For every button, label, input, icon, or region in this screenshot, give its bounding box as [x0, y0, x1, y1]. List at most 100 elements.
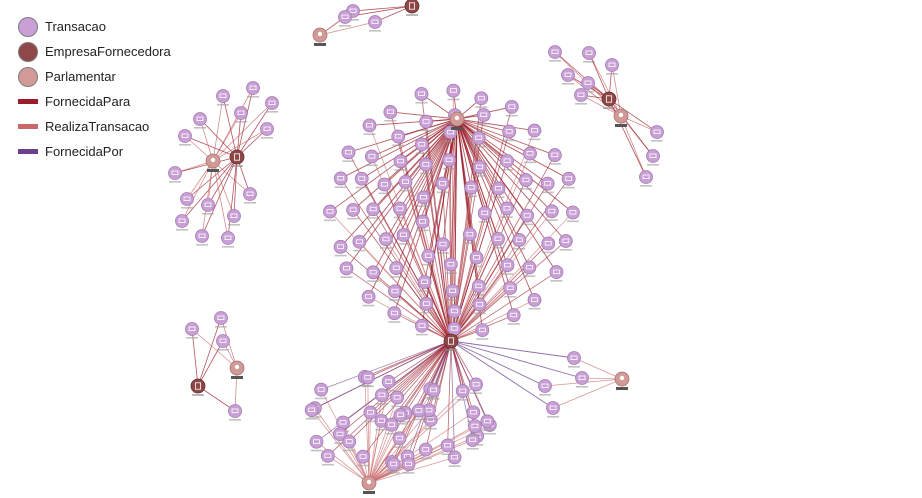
transacao-node[interactable]: [520, 208, 535, 226]
transacao-node[interactable]: [500, 154, 514, 171]
transacao-node[interactable]: [475, 323, 490, 340]
transacao-node[interactable]: [443, 257, 458, 274]
transacao-node[interactable]: [540, 176, 555, 194]
transacao-node[interactable]: [435, 176, 450, 194]
transacao-node[interactable]: [527, 292, 542, 310]
transacao-node[interactable]: [227, 209, 241, 226]
transacao-node[interactable]: [195, 229, 209, 246]
transacao-node[interactable]: [417, 275, 432, 292]
transacao-node[interactable]: [341, 145, 356, 163]
transacao-node[interactable]: [221, 231, 235, 248]
transacao-node[interactable]: [393, 201, 407, 219]
transacao-node[interactable]: [389, 261, 404, 278]
transacao-node[interactable]: [415, 214, 430, 232]
transacao-node[interactable]: [471, 131, 486, 148]
transacao-node[interactable]: [455, 384, 470, 401]
transacao-node[interactable]: [419, 296, 434, 314]
transacao-node[interactable]: [414, 87, 429, 104]
transacao-node[interactable]: [333, 239, 348, 257]
transacao-node[interactable]: [234, 106, 248, 123]
transacao-node[interactable]: [500, 258, 515, 275]
transacao-node[interactable]: [442, 153, 456, 170]
transacao-node[interactable]: [467, 419, 482, 436]
legend-item-fornecida-para[interactable]: FornecidaPara: [18, 89, 171, 114]
transacao-node[interactable]: [465, 433, 480, 450]
transacao-node[interactable]: [445, 284, 460, 301]
transacao-node[interactable]: [639, 170, 653, 187]
transacao-node[interactable]: [243, 187, 257, 204]
transacao-node[interactable]: [185, 322, 199, 339]
transacao-node[interactable]: [375, 388, 389, 405]
transacao-node[interactable]: [246, 81, 260, 98]
transacao-node[interactable]: [393, 154, 408, 171]
parlamentar-node[interactable]: [361, 475, 377, 494]
transacao-node[interactable]: [320, 449, 335, 466]
transacao-node[interactable]: [338, 10, 352, 27]
parlamentar-node[interactable]: [229, 360, 245, 379]
transacao-node[interactable]: [522, 260, 537, 277]
transacao-node[interactable]: [381, 374, 396, 392]
transacao-node[interactable]: [464, 180, 479, 198]
transacao-node[interactable]: [491, 232, 505, 249]
transacao-node[interactable]: [333, 171, 348, 189]
transacao-node[interactable]: [477, 206, 492, 223]
transacao-node[interactable]: [401, 457, 416, 474]
transacao-node[interactable]: [418, 442, 433, 460]
transacao-node[interactable]: [387, 306, 402, 323]
transacao-node[interactable]: [391, 129, 406, 147]
transacao-node[interactable]: [503, 281, 518, 298]
transacao-node[interactable]: [581, 76, 595, 93]
transacao-node[interactable]: [388, 284, 402, 301]
transacao-node[interactable]: [446, 83, 461, 101]
transacao-node[interactable]: [175, 214, 189, 231]
transacao-node[interactable]: [390, 390, 405, 408]
transacao-node[interactable]: [500, 201, 514, 219]
empresa-node[interactable]: [404, 0, 420, 16]
transacao-node[interactable]: [502, 124, 517, 142]
transacao-node[interactable]: [363, 405, 378, 423]
transacao-node[interactable]: [472, 160, 487, 177]
transacao-node[interactable]: [216, 334, 230, 351]
transacao-node[interactable]: [558, 234, 573, 251]
transacao-node[interactable]: [384, 417, 399, 435]
empresa-node[interactable]: [190, 378, 206, 396]
transacao-node[interactable]: [527, 123, 542, 141]
transacao-node[interactable]: [193, 112, 207, 129]
transacao-node[interactable]: [426, 383, 441, 400]
transacao-node[interactable]: [364, 149, 379, 167]
parlamentar-node[interactable]: [205, 153, 221, 172]
transacao-node[interactable]: [392, 431, 407, 448]
transacao-node[interactable]: [379, 232, 393, 249]
transacao-node[interactable]: [398, 174, 413, 192]
transacao-node[interactable]: [314, 382, 329, 400]
transacao-node[interactable]: [377, 177, 392, 195]
empresa-node[interactable]: [229, 149, 245, 167]
transacao-node[interactable]: [228, 404, 242, 421]
transacao-node[interactable]: [356, 449, 370, 467]
parlamentar-node[interactable]: [312, 27, 328, 46]
empresa-node[interactable]: [443, 333, 459, 351]
transacao-node[interactable]: [549, 265, 564, 282]
transacao-node[interactable]: [506, 308, 521, 325]
transacao-node[interactable]: [201, 198, 215, 215]
transacao-node[interactable]: [650, 125, 664, 142]
transacao-node[interactable]: [469, 377, 483, 395]
transacao-node[interactable]: [216, 89, 230, 106]
transacao-node[interactable]: [265, 96, 279, 113]
transacao-node[interactable]: [476, 108, 491, 125]
transacao-node[interactable]: [474, 91, 489, 108]
transacao-node[interactable]: [419, 114, 434, 132]
transacao-node[interactable]: [416, 190, 431, 208]
parlamentar-node[interactable]: [613, 108, 629, 127]
transacao-node[interactable]: [548, 45, 562, 62]
transacao-node[interactable]: [421, 248, 436, 266]
transacao-node[interactable]: [360, 370, 375, 388]
transacao-node[interactable]: [561, 171, 576, 189]
transacao-node[interactable]: [546, 401, 560, 418]
transacao-node[interactable]: [368, 15, 382, 32]
transacao-node[interactable]: [411, 403, 426, 421]
legend-item-fornecida-por[interactable]: FornecidaPor: [18, 139, 171, 164]
transacao-node[interactable]: [447, 304, 462, 321]
transacao-node[interactable]: [323, 204, 337, 222]
transacao-node[interactable]: [333, 427, 347, 444]
